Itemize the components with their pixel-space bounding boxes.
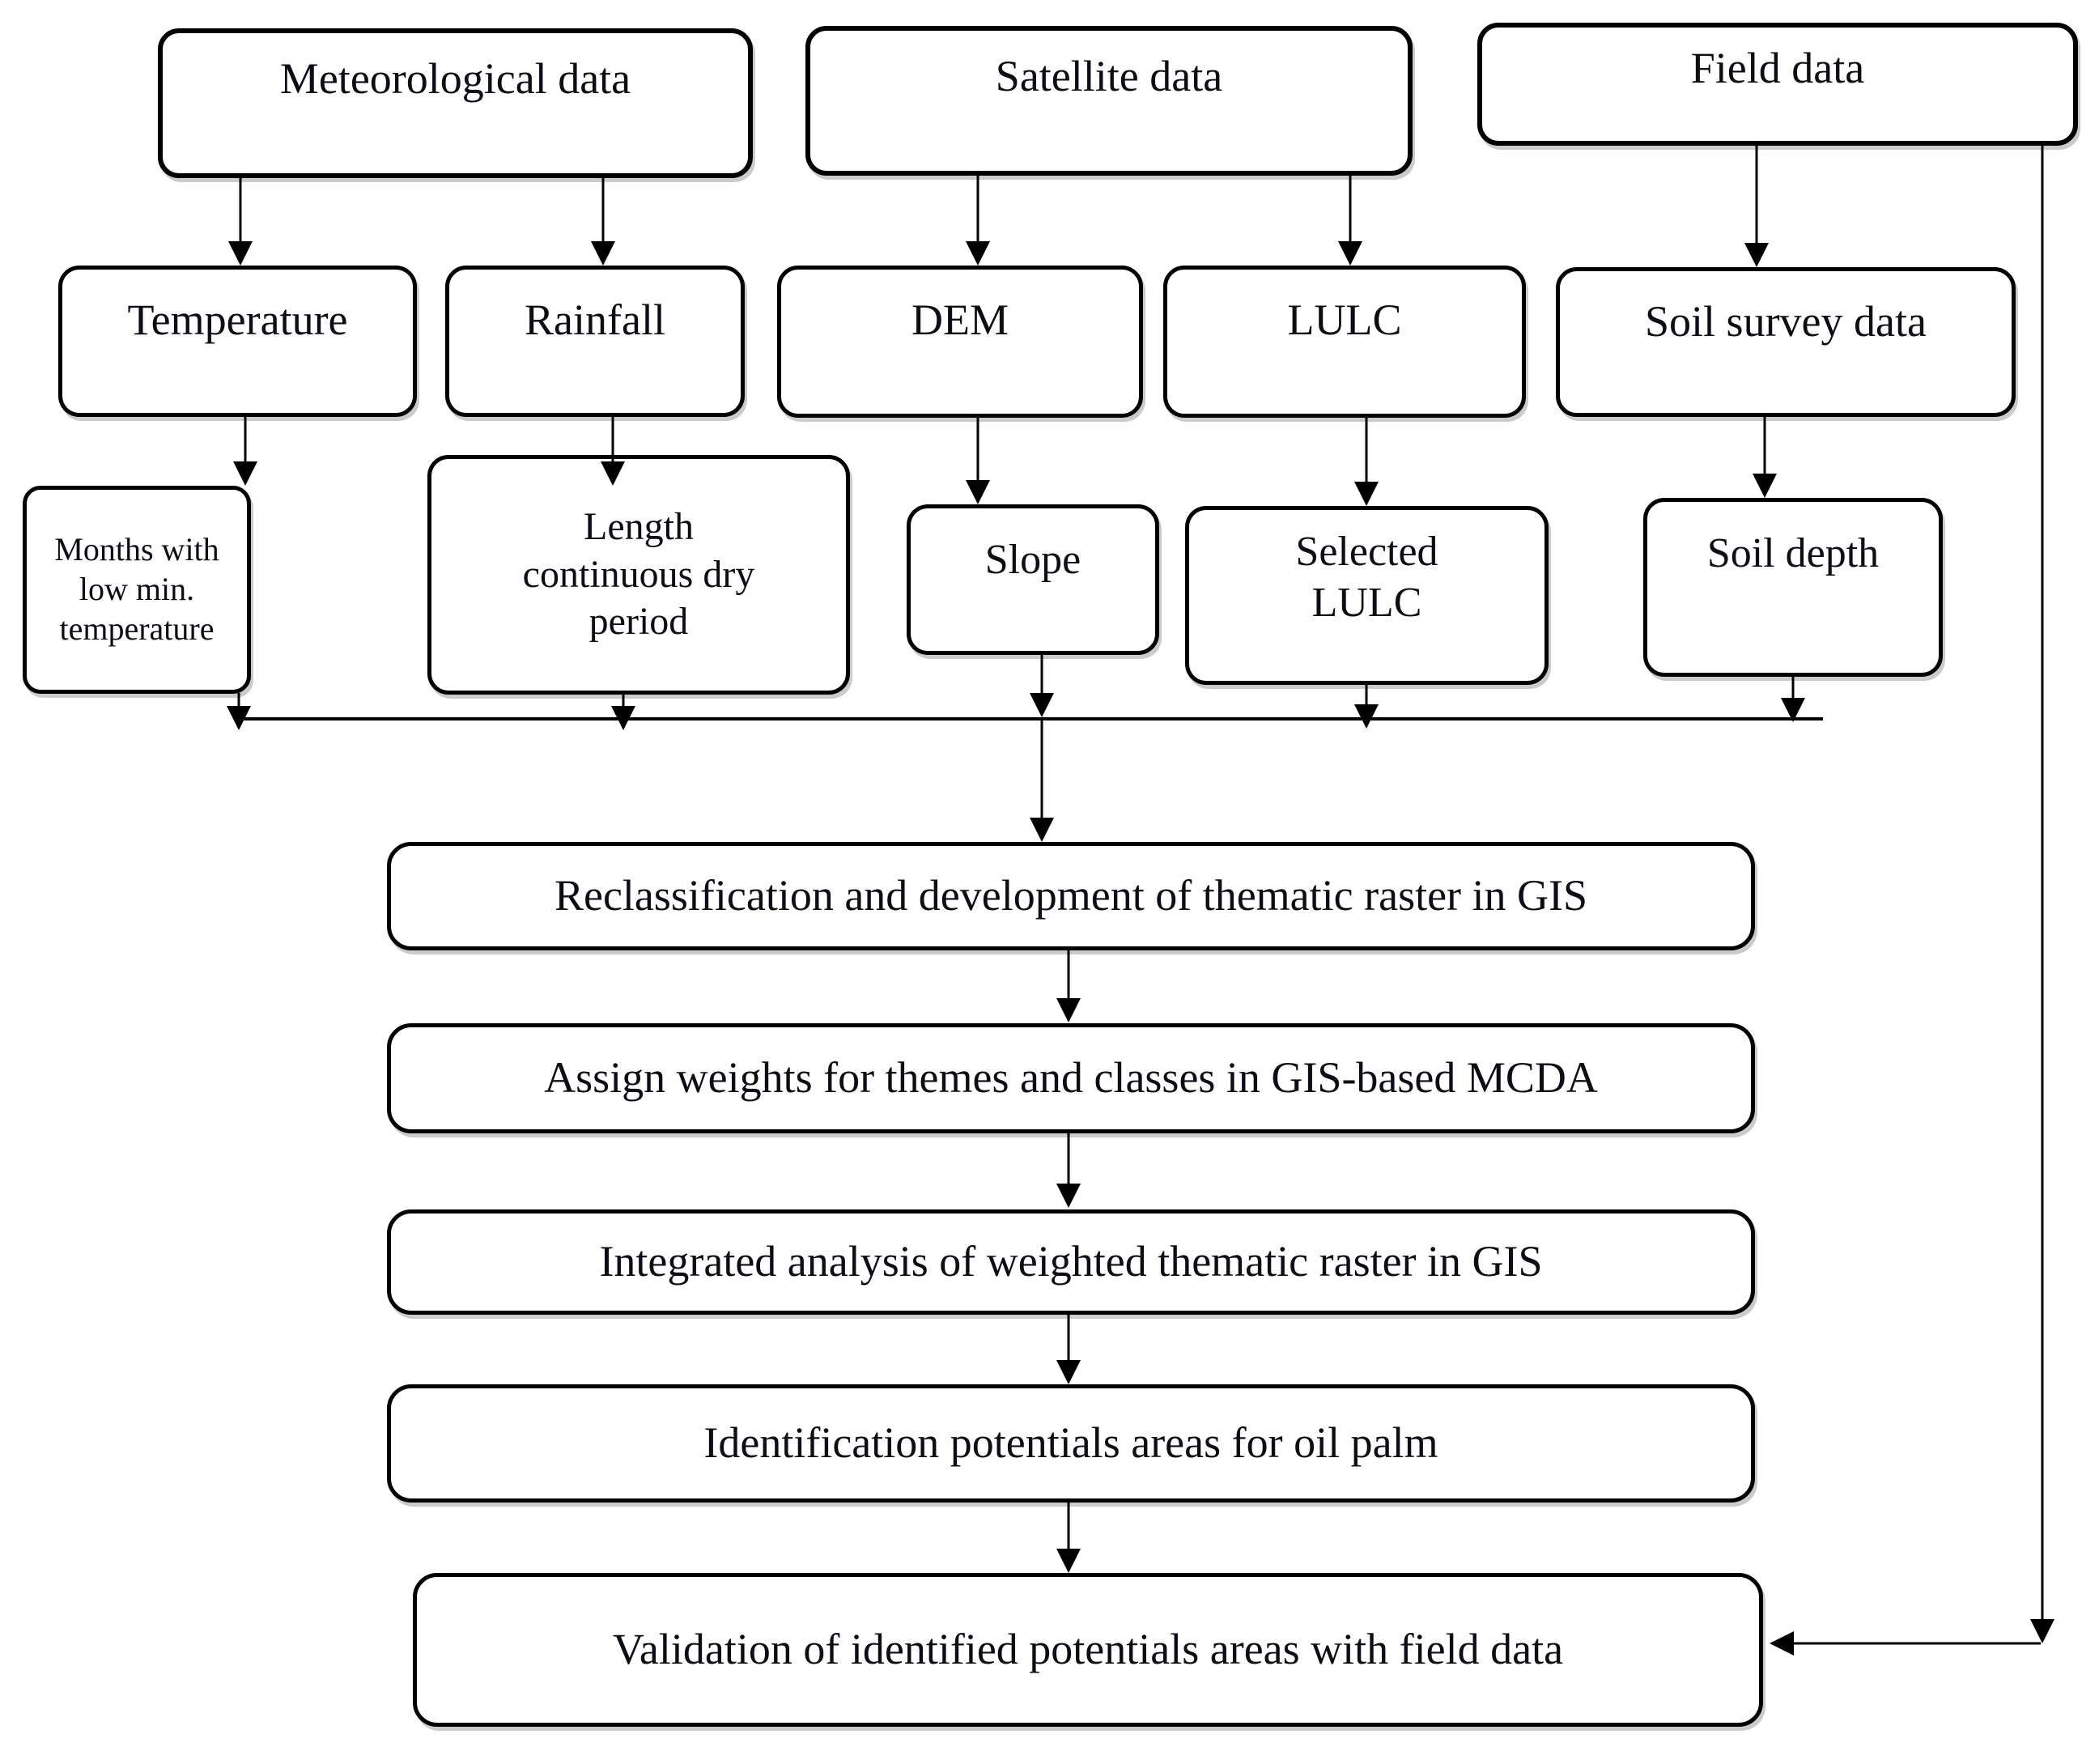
arrowhead-down <box>2030 1619 2054 1643</box>
node-assign-weights-mcda: Assign weights for themes and classes in… <box>387 1023 1755 1133</box>
node-label: Soil depth <box>1706 530 1880 576</box>
node-label: Integrated analysis of weighted thematic… <box>599 1237 1543 1286</box>
arrowhead-down <box>1753 474 1777 498</box>
node-validation-with-field-data: Validation of identified potentials area… <box>413 1573 1763 1727</box>
arrowhead-down <box>1056 1360 1081 1384</box>
node-label: Slope <box>984 537 1081 583</box>
node-meteorological-data: Meteorological data <box>158 28 753 178</box>
arrowhead-down <box>1056 998 1081 1022</box>
node-label: Meteorological data <box>279 54 631 103</box>
arrowhead-down <box>966 241 990 266</box>
node-selected-lulc: Selected LULC <box>1185 506 1549 685</box>
node-soil-depth: Soil depth <box>1643 498 1943 677</box>
arrowhead-down <box>1030 693 1054 717</box>
arrowhead-down <box>611 706 635 730</box>
node-soil-survey-data: Soil survey data <box>1556 267 2016 417</box>
node-temperature: Temperature <box>58 266 417 417</box>
node-label: Satellite data <box>995 52 1223 100</box>
arrowhead-down <box>1354 482 1379 506</box>
node-label: Rainfall <box>525 295 665 344</box>
node-identification-potential-areas: Identification potentials areas for oil … <box>387 1384 1755 1503</box>
node-label: Field data <box>1690 44 1865 92</box>
node-label: Selected LULC <box>1295 529 1438 627</box>
node-reclassification-thematic-raster: Reclassification and development of them… <box>387 842 1755 950</box>
node-label: DEM <box>911 295 1009 344</box>
node-dem: DEM <box>777 266 1143 418</box>
node-lulc: LULC <box>1163 266 1526 418</box>
node-field-data: Field data <box>1477 23 2078 146</box>
node-label: Identification potentials areas for oil … <box>703 1418 1438 1468</box>
node-rainfall: Rainfall <box>445 266 745 417</box>
arrowhead-down <box>1056 1184 1081 1208</box>
node-length-continuous-dry-period: Length continuous dry period <box>427 455 850 695</box>
node-label: Months with low min. temperature <box>54 531 219 647</box>
node-label: Validation of identified potentials area… <box>612 1625 1564 1674</box>
arrowhead-down <box>228 241 253 266</box>
arrowhead-down <box>1744 243 1769 267</box>
arrowhead-down <box>233 461 257 486</box>
arrowhead-down <box>966 480 990 504</box>
node-label: Assign weights for themes and classes in… <box>544 1053 1598 1103</box>
node-label: Reclassification and development of them… <box>554 871 1588 920</box>
node-months-low-min-temperature: Months with low min. temperature <box>23 486 251 694</box>
arrowhead-down <box>1338 241 1362 266</box>
arrowhead-down <box>1030 818 1054 842</box>
node-label: Soil survey data <box>1645 297 1927 346</box>
node-label: LULC <box>1287 295 1402 344</box>
arrowhead-down <box>1781 698 1805 722</box>
arrowhead-down <box>227 706 251 730</box>
arrowhead-left <box>1770 1631 1794 1656</box>
node-label: Length continuous dry period <box>522 505 755 644</box>
arrowhead-down <box>1056 1549 1081 1573</box>
node-integrated-analysis: Integrated analysis of weighted thematic… <box>387 1209 1755 1315</box>
arrowhead-down <box>591 241 615 266</box>
node-satellite-data: Satellite data <box>805 26 1413 176</box>
node-slope: Slope <box>907 504 1159 655</box>
node-label: Temperature <box>127 295 348 344</box>
arrowhead-down <box>1354 704 1379 729</box>
